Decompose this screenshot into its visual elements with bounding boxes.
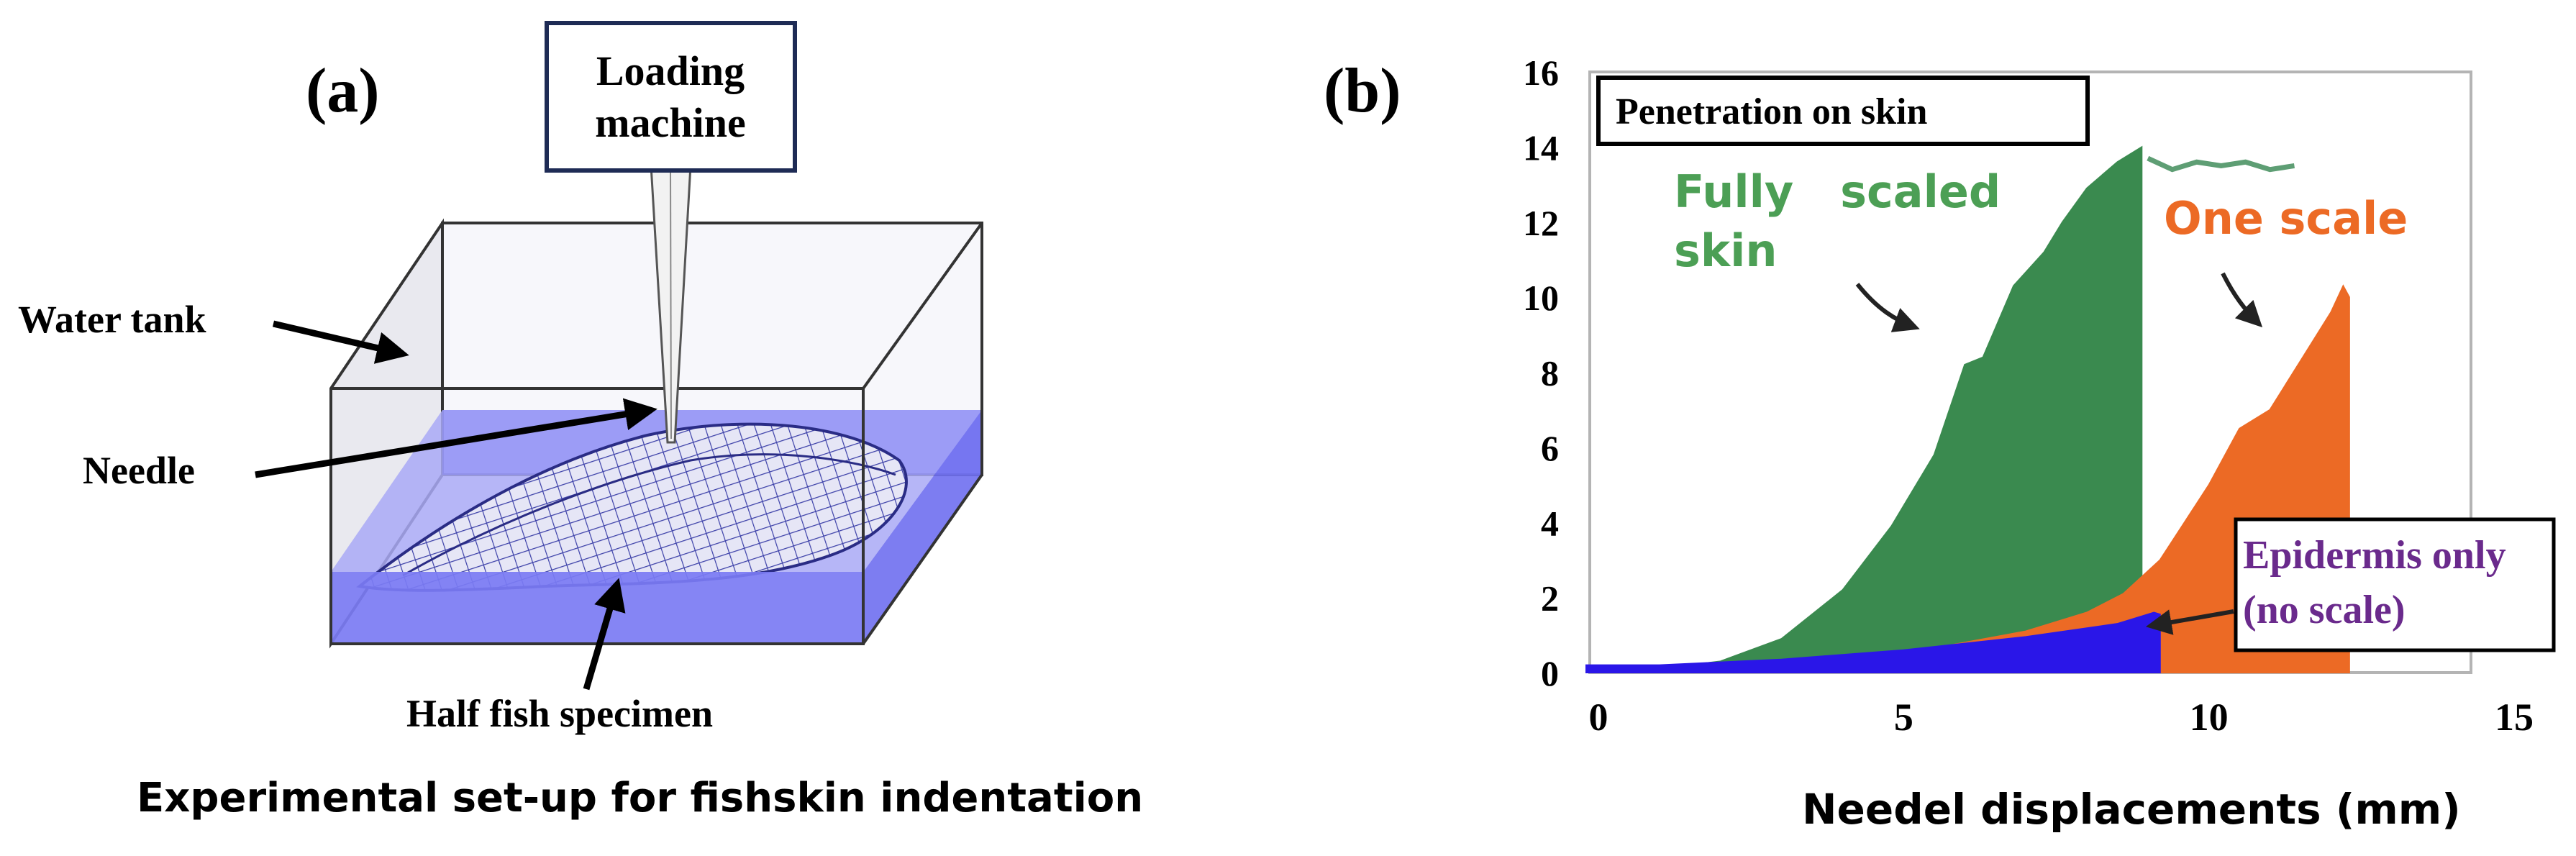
water-front: [331, 572, 863, 644]
epidermis-label-box: [2234, 517, 2556, 652]
series-area-one-scale: [1598, 284, 2350, 673]
series-label-one-scale: One scale: [2164, 192, 2408, 245]
water-right: [863, 410, 982, 644]
loading-machine-box: [545, 21, 797, 173]
y-tick-label: 16: [1523, 53, 1559, 93]
y-tick-label: 4: [1541, 503, 1559, 543]
y-tick-label: 8: [1541, 353, 1559, 393]
series-label-epidermis-line1: Epidermis only: [2243, 533, 2506, 578]
y-tick-label: 6: [1541, 428, 1559, 468]
series-label-fully-scaled-line2: skin: [1674, 224, 1778, 277]
y-tick-labels: 0 2 4 6 8 10 12 14 16: [1523, 53, 1559, 693]
panel-b-label: (b): [1324, 56, 1401, 126]
loading-machine-label-line1: Loading: [596, 47, 745, 94]
x-tick-label: 15: [2495, 696, 2534, 739]
needle-arrow: [255, 398, 657, 478]
water-tank-label: Water tank: [18, 298, 206, 341]
panel-b: (b) 0 2 4 6 8 10 12 14 16 0 5 10 15 Penetration on …: [1324, 53, 2556, 834]
series-tail-fully-scaled-skin: [2147, 155, 2295, 173]
chart-title: Penetration on skin: [1616, 91, 1927, 132]
epidermis-pointer-arrow: [2145, 609, 2234, 635]
y-tick-label: 2: [1541, 578, 1559, 619]
x-tick-label: 0: [1589, 696, 1608, 739]
x-axis-label: Needel displacements (mm): [1802, 785, 2461, 834]
panel-a-label: (a): [306, 56, 380, 126]
fish-ridge: [402, 453, 896, 577]
series-label-epidermis-line2: (no scale): [2243, 588, 2406, 632]
y-tick-label: 10: [1523, 278, 1559, 318]
loading-machine-label-line2: machine: [595, 99, 745, 146]
needle-shaft-line: [670, 165, 672, 440]
needle-label: Needle: [83, 449, 195, 492]
panel-a-caption: Experimental set-up for fishskin indenta…: [137, 775, 1143, 821]
one-scale-pointer-arrow: [2221, 272, 2263, 328]
series-area-fully-scaled-skin: [1598, 145, 2143, 673]
series-label-fully-scaled-line1: Fully scaled: [1674, 165, 2001, 218]
y-tick-label: 0: [1541, 653, 1559, 693]
panel-a: (a) Loading machine Water tank Needle Ha…: [18, 21, 1143, 821]
half-fish-label: Half fish specimen: [406, 692, 713, 735]
half-fish-arrow: [583, 578, 626, 691]
y-tick-label: 14: [1523, 127, 1559, 168]
x-tick-labels: 0 5 10 15: [1589, 696, 2534, 739]
water-tank-arrow: [272, 320, 409, 364]
x-tick-label: 10: [2190, 696, 2229, 739]
tank-right-frame: [862, 223, 983, 645]
y-tick-label: 12: [1523, 203, 1559, 243]
x-tick-label: 5: [1894, 696, 1913, 739]
fully-scaled-pointer-arrow: [1855, 283, 1920, 332]
chart-title-box: [1596, 76, 2090, 146]
